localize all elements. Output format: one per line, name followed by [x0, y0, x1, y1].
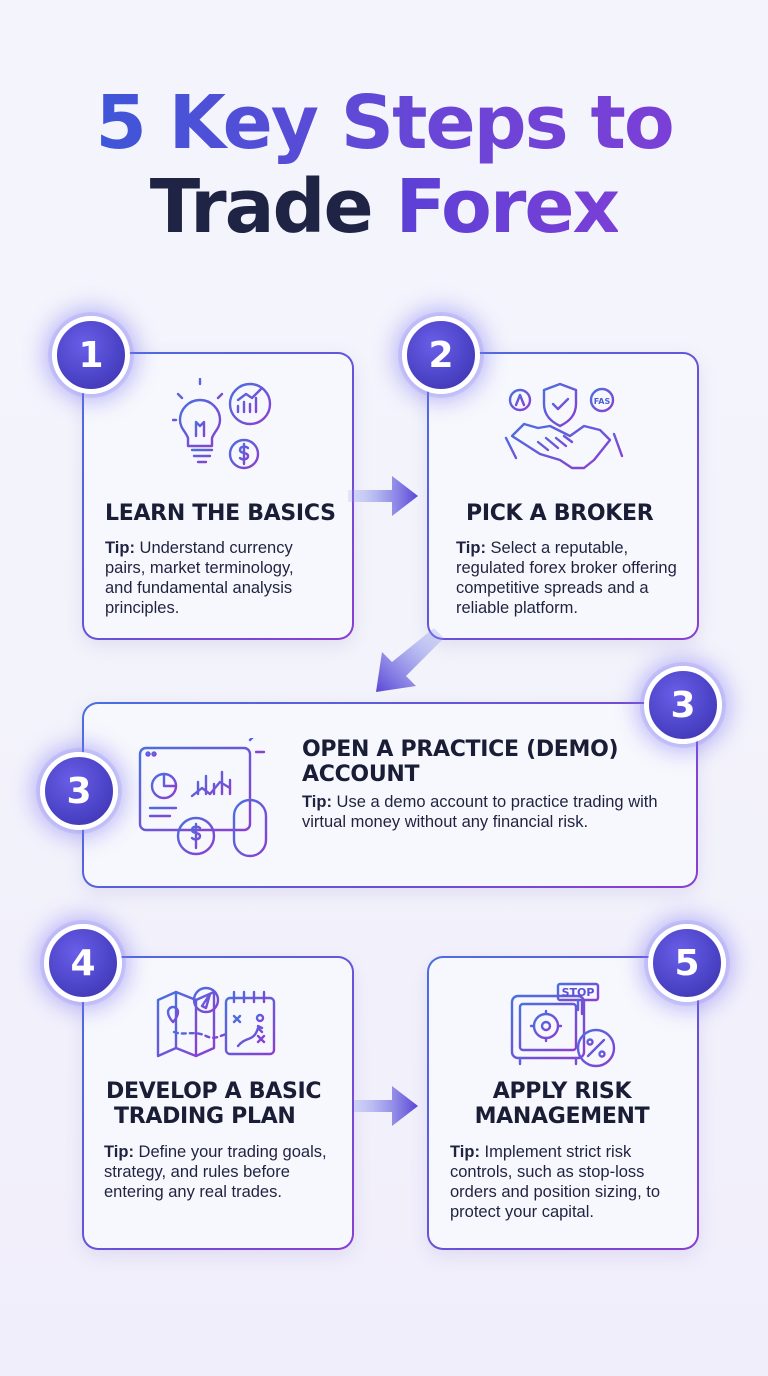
step-title-5-line-1: APPLY RISK [492, 1079, 632, 1104]
step-tip-4: Tip: Define your trading goals, strategy… [104, 1142, 344, 1202]
page-title-line-1: 5 Key Steps to [95, 80, 674, 166]
step-title-1: LEARN THE BASICS [105, 501, 336, 526]
step-badge-5: 5 [648, 924, 726, 1002]
step-title-4-line-2: TRADING PLAN [114, 1103, 296, 1129]
tip-label: Tip: [104, 1143, 134, 1161]
seal-text: FAS [594, 397, 611, 406]
step-tip-5: Tip: Implement strict risk controls, suc… [450, 1142, 686, 1223]
step-tip-2: Tip: Select a reputable, regulated forex… [456, 538, 692, 619]
step-badge-1: 1 [52, 316, 130, 394]
safe-stop-percent-icon: STOP [510, 982, 616, 1068]
arrow-down-left-icon [376, 628, 444, 692]
arrow-right-icon [348, 1086, 418, 1126]
handshake-shield-icon: FAS [504, 382, 624, 470]
demo-screen-mouse-icon [138, 738, 268, 858]
map-compass-plan-icon [156, 986, 276, 1058]
step-title-3-line-1: OPEN A PRACTICE (DEMO) [302, 737, 619, 762]
tip-label: Tip: [450, 1143, 480, 1161]
step-card-4 [82, 956, 354, 1250]
step-title-4-line-1: DEVELOP A BASIC [106, 1079, 322, 1104]
step-title-5: APPLY RISK MANAGEMENT [474, 1079, 650, 1129]
step-badge-4: 4 [44, 924, 122, 1002]
tip-text: Define your trading goals, strategy, and… [104, 1143, 327, 1202]
stop-sign-text: STOP [562, 986, 595, 999]
step-badge-3: 3 [40, 752, 118, 830]
tip-label: Tip: [456, 539, 486, 557]
arrow-right-icon [348, 476, 418, 516]
tip-text: Use a demo account to practice trading w… [302, 793, 658, 832]
tip-text: Implement strict risk controls, such as … [450, 1143, 661, 1222]
step-title-3-line-2: ACCOUNT [302, 761, 420, 787]
step-tip-1: Tip: Understand currency pairs, market t… [105, 538, 325, 619]
step-badge-2: 2 [402, 316, 480, 394]
tip-text: Understand currency pairs, market termin… [105, 539, 294, 618]
step-card-1 [82, 352, 354, 640]
step-card-5 [427, 956, 699, 1250]
step-card-2 [427, 352, 699, 640]
step-title-3: OPEN A PRACTICE (DEMO) ACCOUNT [302, 737, 619, 787]
page-title-line-2: Trade Forex [149, 164, 621, 250]
tip-text: Select a reputable, regulated forex brok… [456, 539, 677, 618]
step-badge-3-corner: 3 [644, 666, 722, 744]
tip-label: Tip: [105, 539, 135, 557]
tip-label: Tip: [302, 793, 332, 811]
step-card-3 [82, 702, 698, 888]
step-title-2: PICK A BROKER [466, 501, 654, 526]
step-title-4: DEVELOP A BASIC TRADING PLAN [106, 1079, 322, 1129]
step-tip-3: Tip: Use a demo account to practice trad… [302, 792, 662, 832]
lightbulb-chart-icon [172, 378, 272, 470]
step-title-5-line-2: MANAGEMENT [474, 1103, 650, 1129]
